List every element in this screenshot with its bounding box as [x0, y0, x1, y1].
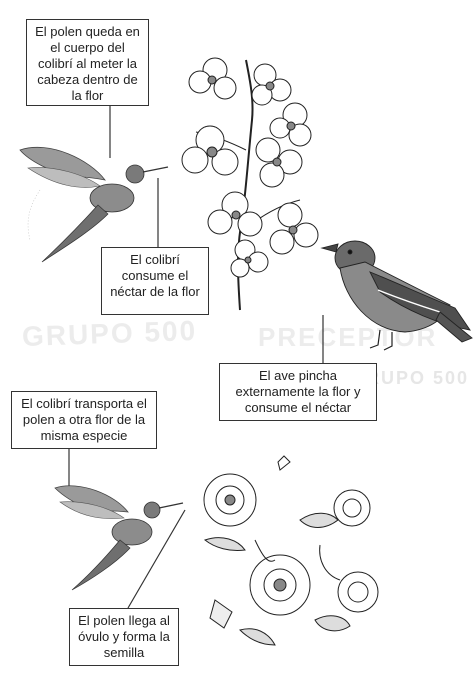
rose-flower	[204, 474, 256, 526]
hummingbird-icon	[20, 147, 168, 262]
rose-flower	[334, 490, 370, 526]
blossom-flower	[270, 203, 318, 254]
blossom-flower	[189, 58, 236, 99]
label-pollen-reaches-ovule: El polen llega al óvulo y forma la semil…	[69, 608, 179, 666]
label-bird-pierces-flower: El ave pincha externamente la flor y con…	[219, 363, 377, 421]
label-transports-pollen: El colibrí transporta el polen a otra fl…	[11, 391, 157, 449]
rose-flower	[338, 572, 378, 612]
blossom-flower	[231, 240, 268, 277]
hummingbird-icon	[55, 486, 183, 590]
songbird-icon	[322, 241, 472, 350]
blossom-flower	[270, 103, 311, 146]
rose-bouquet-icon	[204, 456, 378, 645]
rose-flower	[250, 555, 310, 615]
blossom-flower	[208, 192, 262, 236]
label-drinks-nectar: El colibrí consume el néctar de la flor	[101, 247, 209, 315]
blossom-flower	[182, 126, 238, 175]
connector-lines	[69, 106, 323, 608]
label-pollen-on-body: El polen queda en el cuerpo del colibrí …	[26, 19, 149, 106]
blossom-flower	[252, 64, 291, 105]
